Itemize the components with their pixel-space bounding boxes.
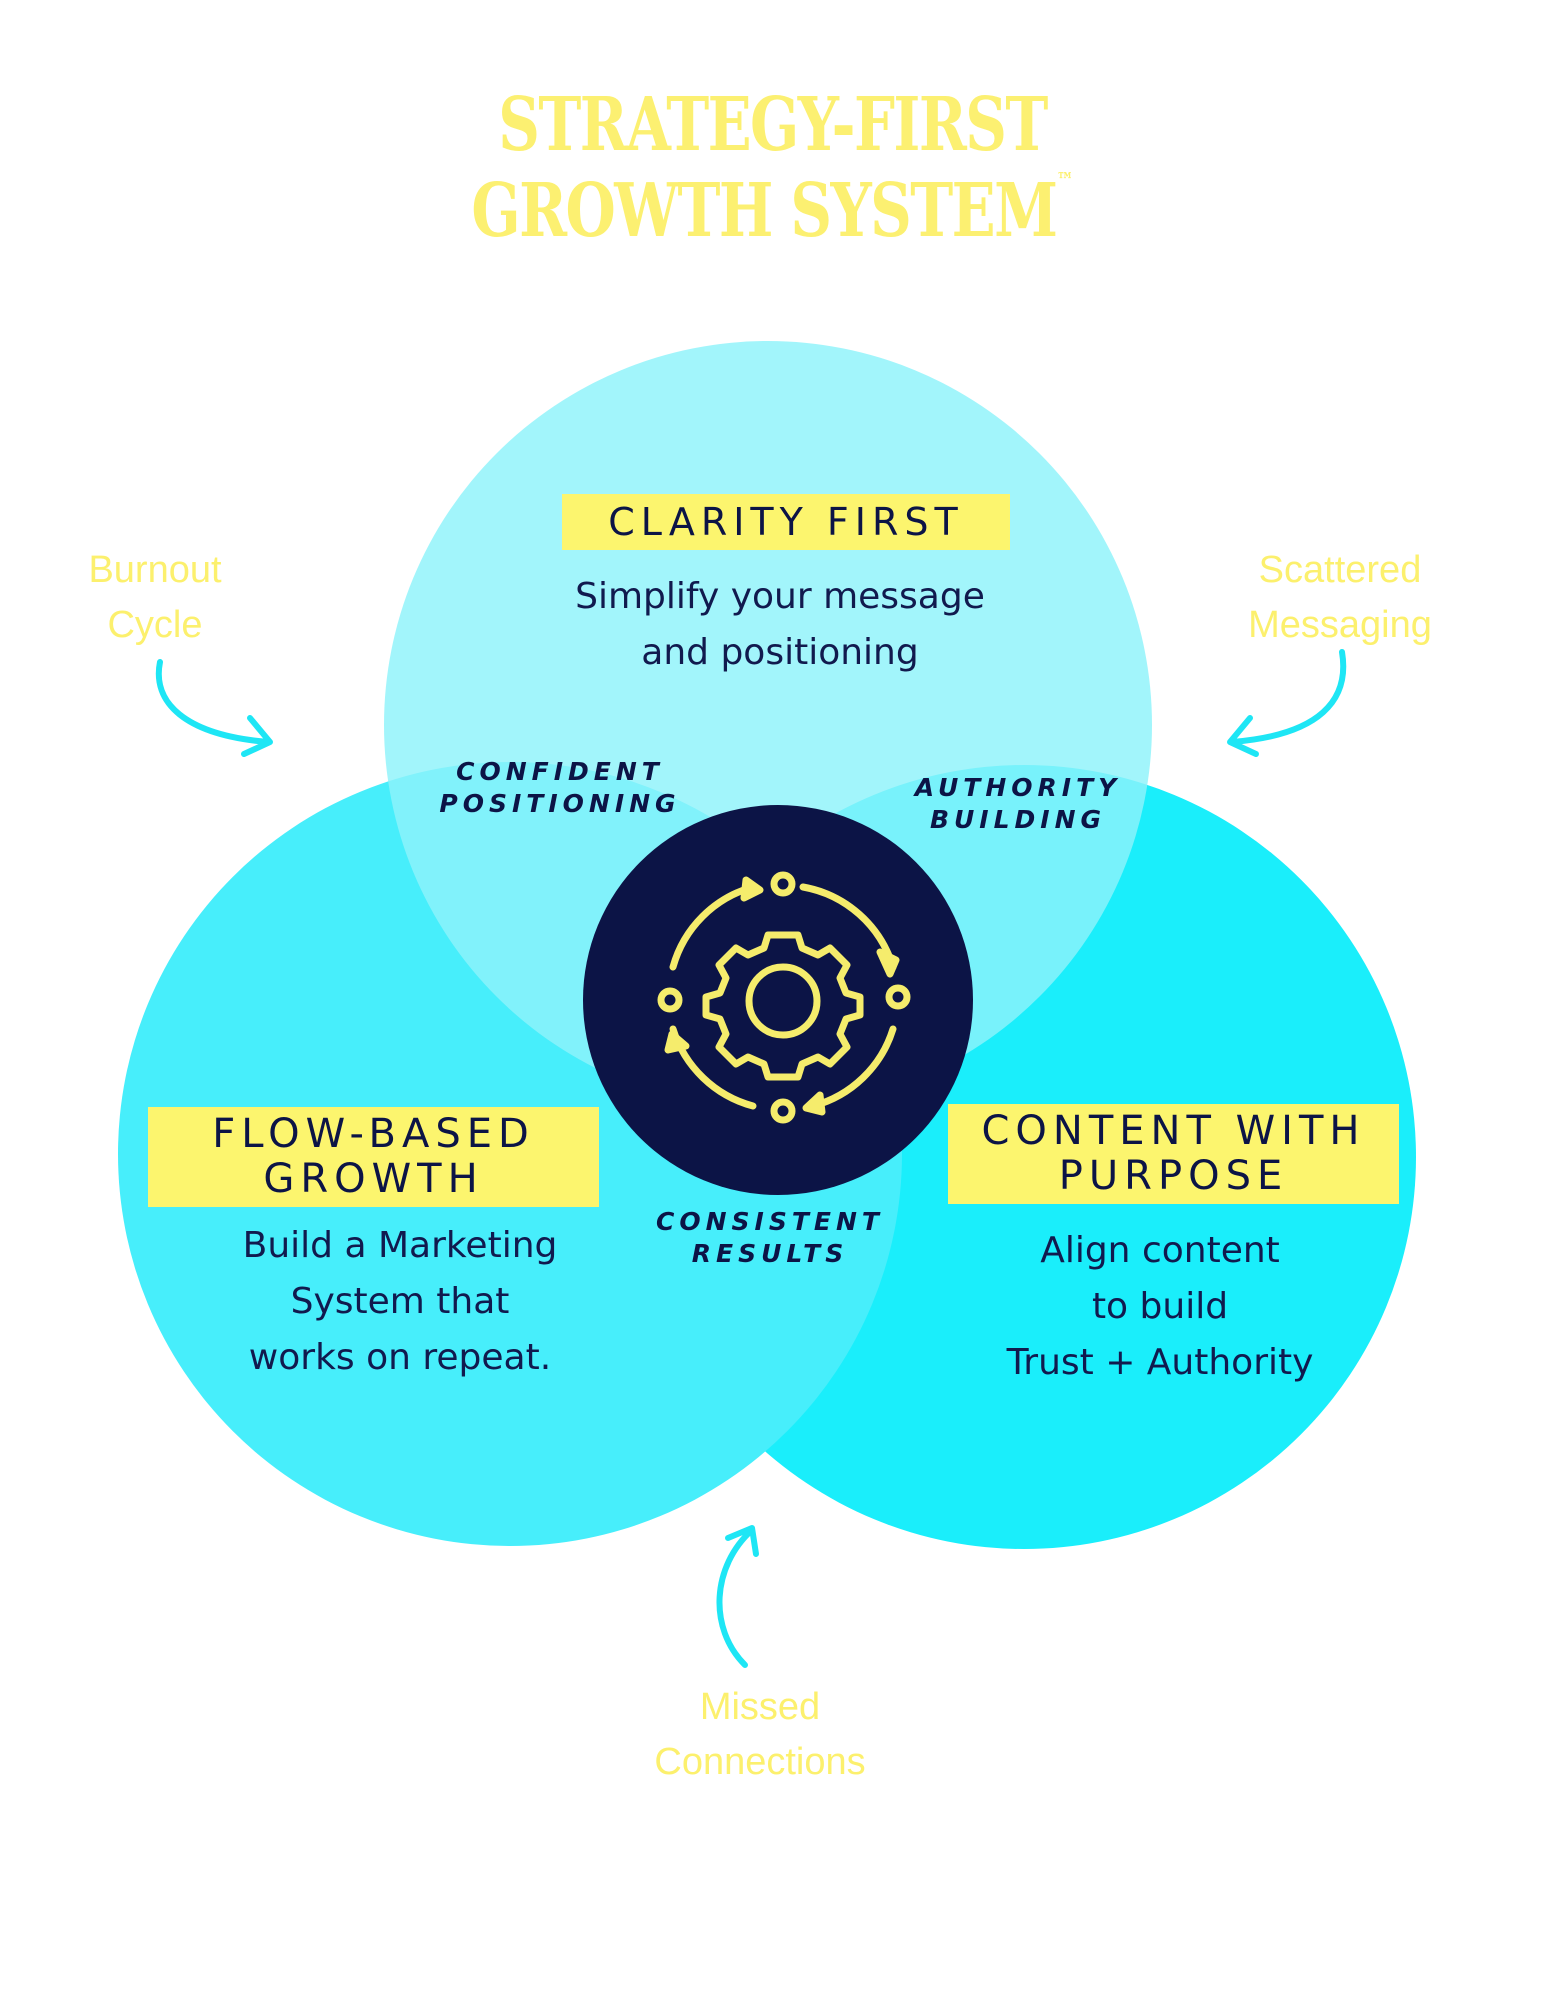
- label-flow-based-growth: FLOW-BASED GROWTH: [148, 1107, 599, 1207]
- desc-flow-based-growth: Build a Marketing System that works on r…: [242, 1225, 558, 1378]
- overlap-consistent-results: CONSISTENT RESULTS: [656, 1207, 884, 1268]
- pain-point-burnout-cycle: Burnout Cycle: [88, 549, 222, 646]
- pain-point-missed-connections: Missed Connections: [654, 1686, 866, 1783]
- pain-point-scattered-messaging: Scattered Messaging: [1248, 549, 1432, 646]
- gear-cycle-icon: [657, 871, 911, 1124]
- desc-content-with-purpose: Align content to build Trust + Authority: [1006, 1230, 1314, 1383]
- overlap-authority-building: AUTHORITY BUILDING: [914, 773, 1122, 834]
- title-line-2: GROWTH SYSTEM™: [471, 168, 1074, 254]
- label-content-with-purpose: CONTENT WITH PURPOSE: [948, 1104, 1399, 1204]
- arrow-scattered-icon: [1227, 649, 1347, 757]
- arrow-missed-icon: [716, 1525, 759, 1668]
- overlap-confident-positioning: CONFIDENT POSITIONING: [439, 757, 681, 818]
- trademark-symbol: ™: [1056, 168, 1074, 194]
- center-circle: [583, 805, 973, 1195]
- desc-clarity-first: Simplify your message and positioning: [575, 576, 985, 673]
- arrow-burnout-icon: [155, 659, 273, 757]
- label-clarity-first: CLARITY FIRST: [562, 494, 1010, 550]
- title-line-1: STRATEGY-FIRST: [498, 82, 1048, 168]
